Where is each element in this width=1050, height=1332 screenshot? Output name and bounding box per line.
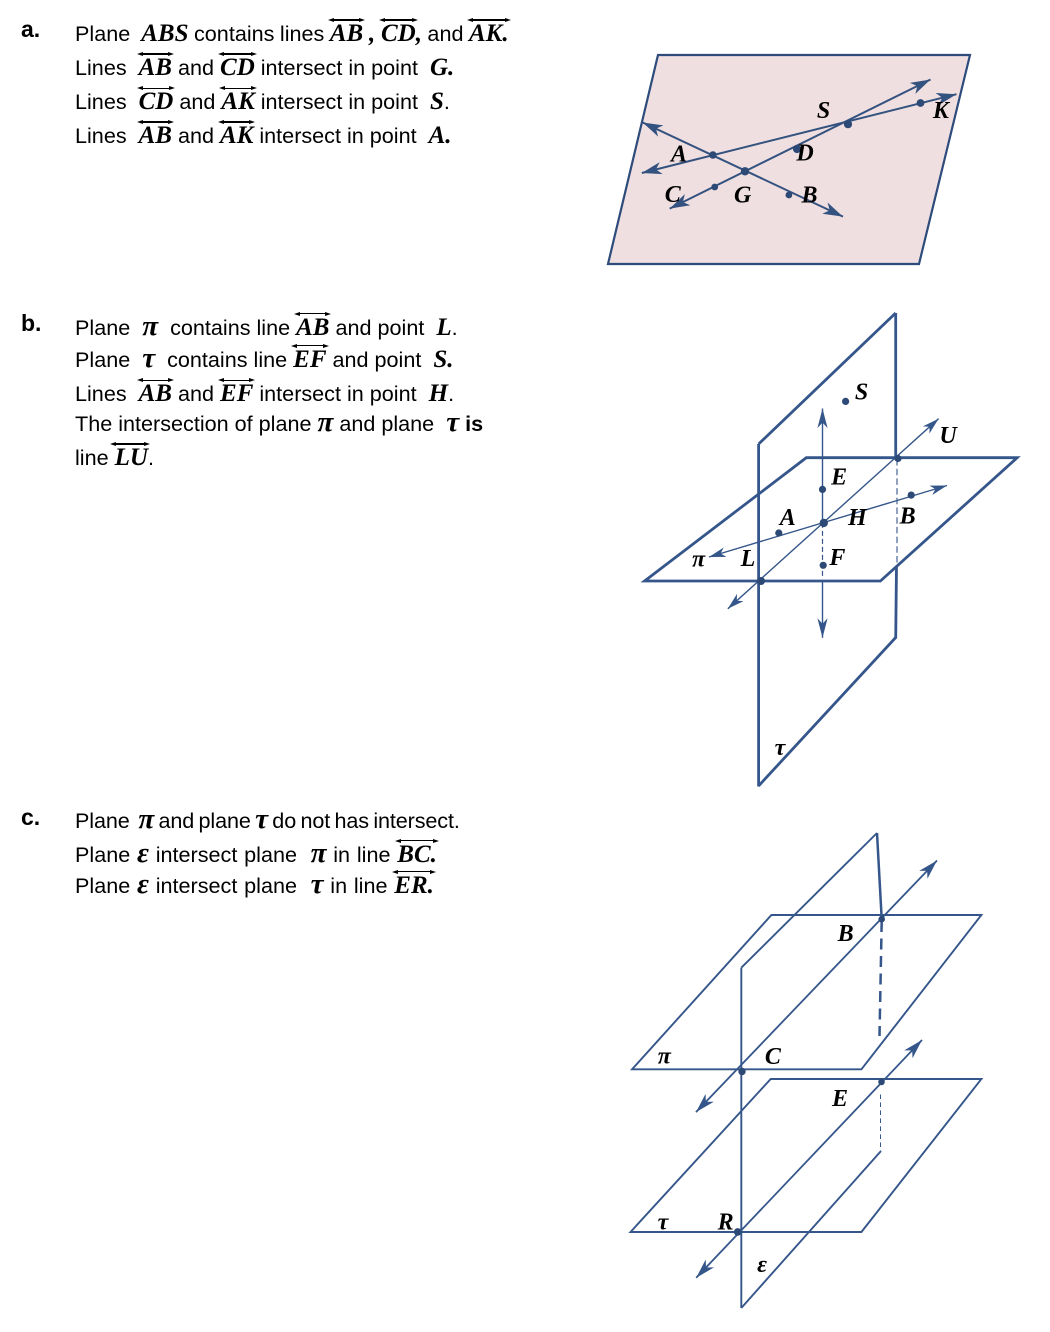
- svg-text:C: C: [765, 1044, 782, 1070]
- svg-text:B: B: [837, 921, 854, 947]
- svg-text:H: H: [847, 505, 868, 531]
- svg-text:D: D: [795, 141, 813, 167]
- svg-text:S: S: [817, 98, 830, 124]
- svg-text:A: A: [669, 142, 687, 168]
- svg-text:F: F: [828, 545, 845, 571]
- svg-text:L: L: [740, 546, 756, 572]
- svg-text:E: E: [830, 465, 847, 491]
- svg-text:τ: τ: [775, 735, 787, 761]
- svg-text:U: U: [939, 423, 958, 449]
- svg-text:E: E: [831, 1086, 848, 1112]
- svg-text:τ: τ: [658, 1210, 670, 1236]
- svg-text:C: C: [665, 182, 682, 208]
- svg-text:π: π: [692, 547, 706, 573]
- svg-text:S: S: [855, 380, 868, 406]
- svg-text:π: π: [658, 1044, 672, 1070]
- svg-text:B: B: [899, 504, 916, 530]
- svg-text:G: G: [734, 182, 752, 208]
- svg-text:B: B: [800, 183, 817, 209]
- svg-text:ε: ε: [757, 1252, 767, 1278]
- svg-text:R: R: [717, 1210, 734, 1236]
- svg-text:A: A: [778, 505, 796, 531]
- svg-text:K: K: [932, 98, 951, 124]
